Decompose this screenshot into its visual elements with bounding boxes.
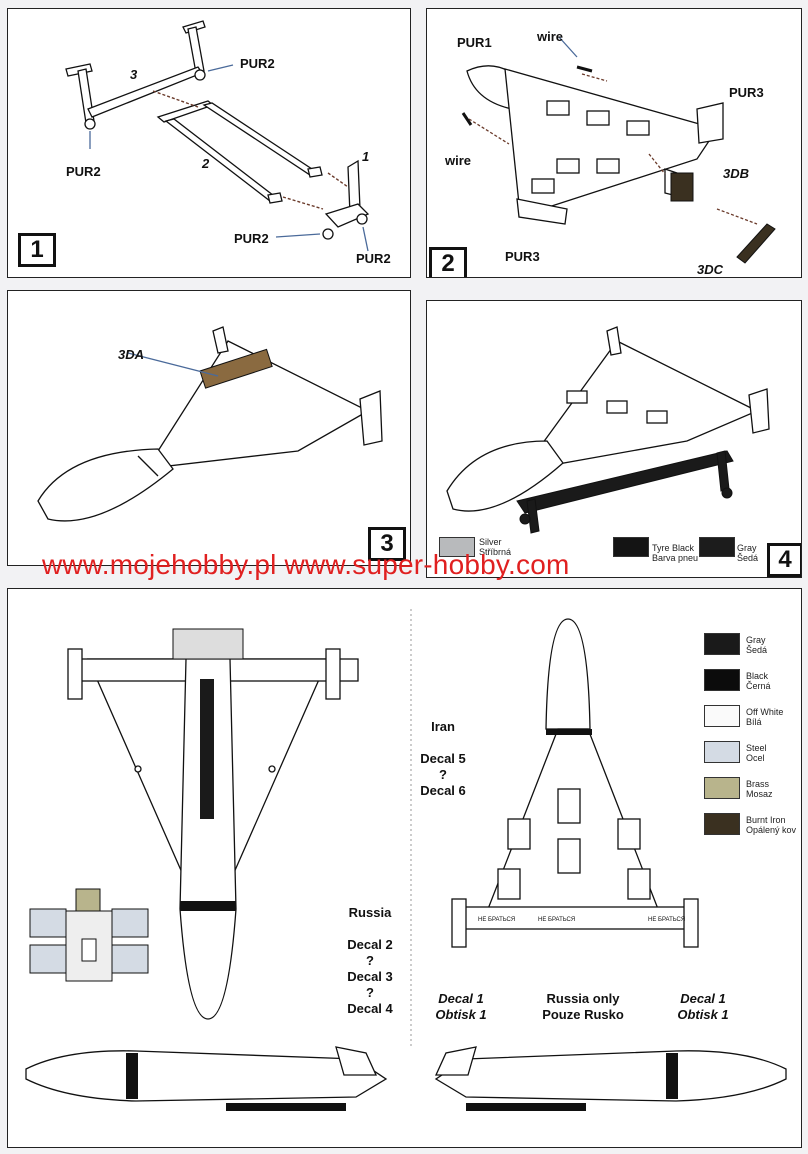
wing-stencil-center: НЕ БРАТЬСЯ <box>538 917 575 923</box>
swatch-silver <box>439 537 475 557</box>
side-view-left-drawing <box>25 1046 388 1111</box>
label-3dc: 3DC <box>697 262 724 277</box>
swatch-gray-step4 <box>699 537 735 557</box>
stand-assembly-drawing <box>65 20 370 252</box>
step-1-panel: PUR2 PUR2 PUR2 PUR2 1 2 3 1 <box>7 8 411 278</box>
russia-decal-note: Russia Decal 2 ? Decal 3 ? Decal 4 <box>347 905 393 1016</box>
step-2-panel: PUR1 wire wire PUR3 PUR3 3DB 3DC 2 <box>426 8 802 278</box>
wing-stencil-right: НЕ БРАТЬСЯ <box>648 917 685 923</box>
label-part-3: 3 <box>130 67 138 82</box>
wing-stencil-left: НЕ БРАТЬСЯ <box>478 917 515 923</box>
label-pur1: PUR1 <box>457 35 492 50</box>
watermark-text: www.mojehobby.pl www.super-hobby.com <box>42 549 570 580</box>
label-part-2: 2 <box>202 156 210 171</box>
label-pur3-bottom: PUR3 <box>505 249 540 264</box>
iran-decal-note: Iran Decal 5 ? Decal 6 <box>420 719 466 798</box>
engine-detail-drawing <box>29 888 149 982</box>
label-part-1: 1 <box>362 149 370 164</box>
top-view-iran-drawing: НЕ БРАТЬСЯ НЕ БРАТЬСЯ НЕ БРАТЬСЯ <box>451 618 699 948</box>
step-number-2: 2 <box>429 247 467 277</box>
label-wire-left: wire <box>445 153 472 168</box>
drone-on-stand-drawing <box>446 326 770 534</box>
label-pur3-right: PUR3 <box>729 85 764 100</box>
divider-line <box>410 609 412 1049</box>
painting-guide-panel: Russia Decal 2 ? Decal 3 ? Decal 4 Iran … <box>7 588 802 1148</box>
step-number-4: 4 <box>767 543 801 577</box>
step-3-panel: 3DA 3 <box>7 290 411 566</box>
legend-swatch-off-white <box>704 705 740 727</box>
label-pur2-top: PUR2 <box>240 56 275 71</box>
swatch-tyre-black <box>613 537 649 557</box>
legend-swatch-gray <box>704 633 740 655</box>
label-pur2-left: PUR2 <box>66 164 101 179</box>
label-3da: 3DA <box>118 347 145 362</box>
label-wire-top: wire <box>537 29 564 44</box>
drone-with-engine-drawing <box>37 326 383 522</box>
legend-swatch-brass <box>704 777 740 799</box>
legend-swatch-black <box>704 669 740 691</box>
legend-swatch-steel <box>704 741 740 763</box>
top-view-russia-drawing <box>67 628 359 1020</box>
step-number-1: 1 <box>18 233 56 267</box>
side-view-right-drawing <box>434 1046 787 1111</box>
drone-assembly-drawing <box>461 36 776 264</box>
label-3db: 3DB <box>723 166 750 181</box>
label-pur2-bottom-left: PUR2 <box>234 231 269 246</box>
legend-swatch-burnt-iron <box>704 813 740 835</box>
step-number-3: 3 <box>368 527 406 561</box>
label-pur2-bottom-right: PUR2 <box>356 251 391 266</box>
